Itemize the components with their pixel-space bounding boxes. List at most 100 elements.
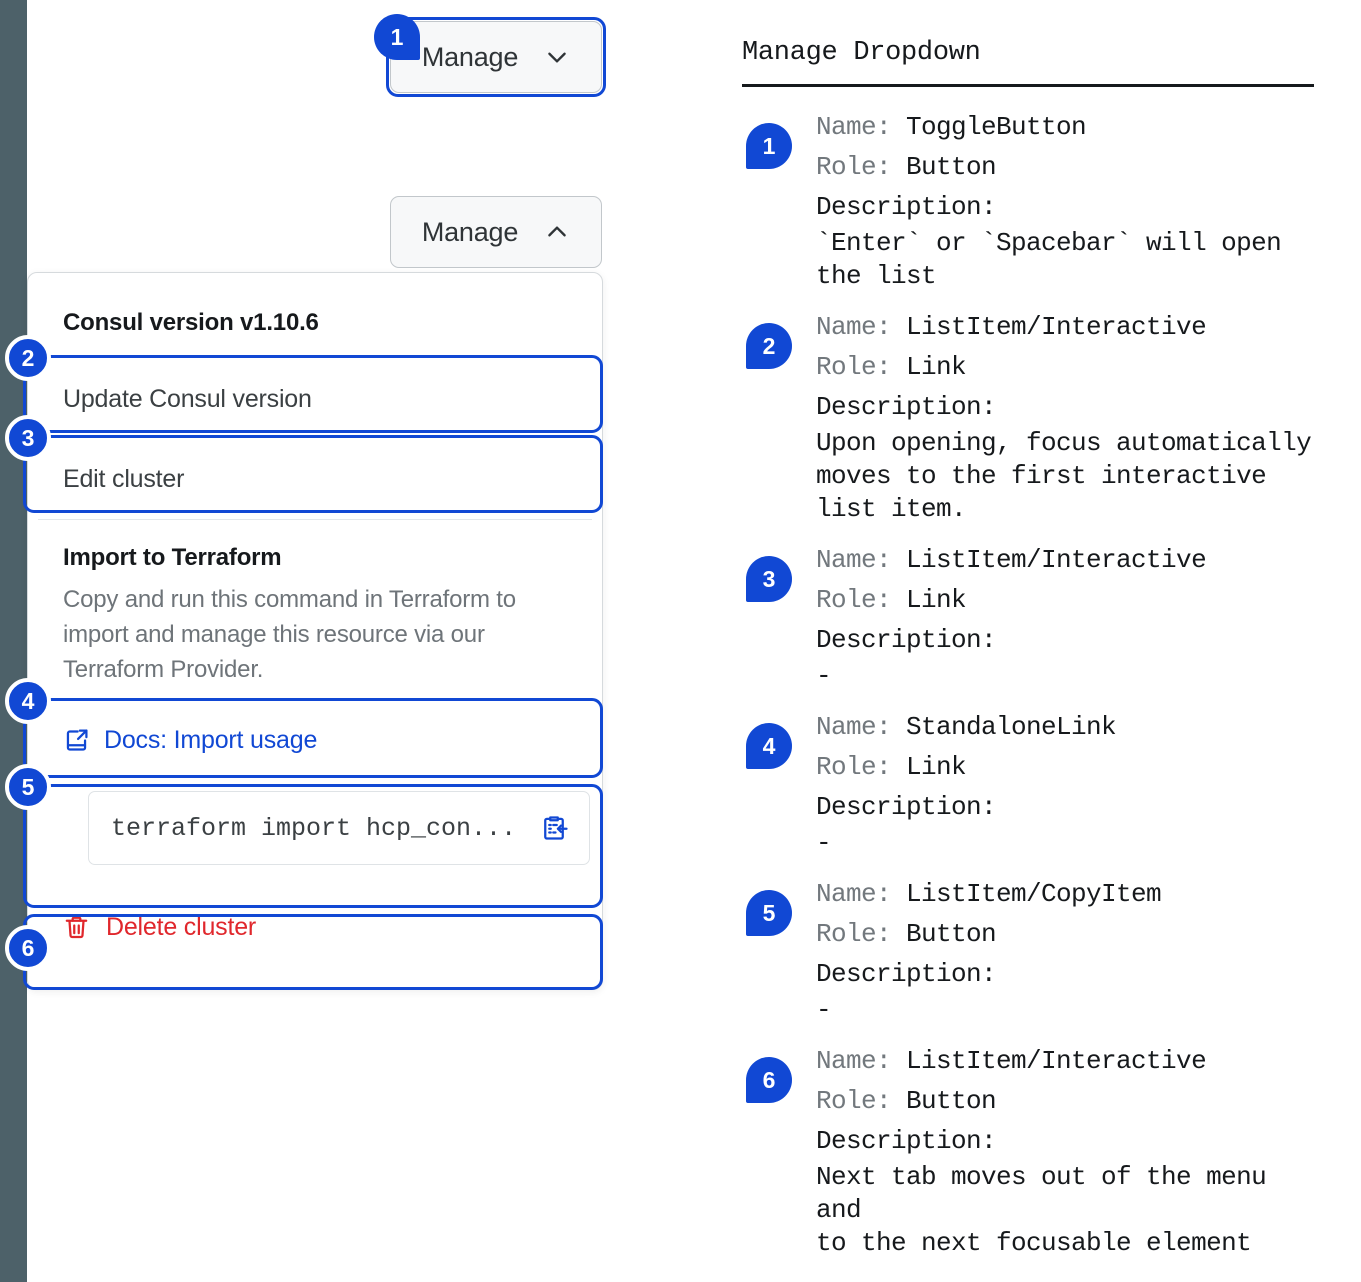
legend-role-value: Link — [906, 585, 967, 615]
import-terraform-heading: Import to Terraform — [63, 544, 282, 571]
legend-name-value: ToggleButton — [906, 112, 1087, 142]
legend-marker-badge-5-label: 5 — [762, 899, 776, 926]
manage-toggle-button-closed[interactable]: Manage — [390, 21, 602, 93]
legend-name-key: Name: — [816, 112, 907, 142]
marker-badge-1-top-label: 1 — [390, 23, 404, 50]
legend-description-key: Description: — [816, 959, 997, 989]
legend-role-key: Role: — [816, 752, 907, 782]
marker-badge-2-label: 2 — [21, 344, 35, 371]
legend-name-key: Name: — [816, 879, 907, 909]
manage-toggle-label-closed: Manage — [421, 41, 519, 72]
menu-item-delete-cluster[interactable]: Delete cluster — [28, 887, 602, 967]
legend-marker-badge-4: 4 — [746, 723, 792, 769]
legend-description-value: - — [816, 661, 832, 691]
menu-divider — [38, 519, 592, 520]
menu-item-docs-import-usage[interactable]: Docs: Import usage — [28, 701, 602, 779]
legend-marker-badge-2-label: 2 — [762, 332, 776, 359]
terraform-command-field[interactable]: terraform import hcp_con... — [88, 791, 590, 866]
legend-name-value: StandaloneLink — [906, 712, 1117, 742]
legend-role-key: Role: — [816, 152, 907, 182]
legend-divider — [742, 84, 1314, 87]
marker-badge-3-label: 3 — [21, 424, 35, 451]
menu-item-update-label: Update Consul version — [63, 384, 312, 413]
legend-role: Role: Link — [816, 580, 1314, 620]
legend-role-key: Role: — [816, 1086, 907, 1116]
legend-name: Name: StandaloneLink — [816, 707, 1314, 747]
marker-badge-3: 3 — [5, 415, 51, 461]
legend-marker-badge-1: 1 — [746, 123, 792, 169]
menu-item-edit-label: Edit cluster — [63, 464, 185, 493]
marker-badge-5: 5 — [5, 764, 51, 810]
legend-name: Name: ListItem/Interactive — [816, 1041, 1314, 1081]
legend-marker-badge-5: 5 — [746, 890, 792, 936]
legend-name: Name: ListItem/Interactive — [816, 307, 1314, 347]
consul-version-heading: Consul version v1.10.6 — [63, 309, 319, 336]
terraform-command-text: terraform import hcp_con... — [111, 813, 517, 843]
legend-title: Manage Dropdown — [742, 38, 981, 68]
chevron-down-icon — [544, 44, 570, 70]
legend-role-key: Role: — [816, 352, 907, 382]
legend-description-value: - — [816, 995, 832, 1025]
legend-role: Role: Button — [816, 147, 1314, 187]
legend-description-value: - — [816, 828, 832, 858]
legend-role: Role: Link — [816, 347, 1314, 387]
legend-marker-badge-3-label: 3 — [762, 565, 776, 592]
app-sidebar-rail — [0, 0, 27, 1282]
legend-marker-badge-2: 2 — [746, 323, 792, 369]
legend-role-key: Role: — [816, 585, 907, 615]
legend-marker-badge-6-label: 6 — [762, 1066, 776, 1093]
trash-icon — [63, 914, 90, 941]
marker-badge-4: 4 — [5, 678, 51, 724]
legend-marker-badge-1-label: 1 — [762, 132, 776, 159]
legend-name: Name: ListItem/Interactive — [816, 540, 1314, 580]
marker-badge-6: 6 — [5, 925, 51, 971]
chevron-up-icon — [544, 219, 570, 245]
legend-name-key: Name: — [816, 312, 907, 342]
legend-description-key: Description: — [816, 392, 997, 422]
legend-name-value: ListItem/Interactive — [906, 312, 1207, 342]
legend-role-value: Button — [906, 152, 997, 182]
legend-description-value: Upon opening, focus automatically moves … — [816, 428, 1312, 524]
menu-item-update-consul-version[interactable]: Update Consul version — [28, 359, 602, 439]
manage-toggle-label-open: Manage — [421, 216, 519, 247]
legend-name-value: ListItem/Interactive — [906, 545, 1207, 575]
legend-role: Role: Button — [816, 914, 1314, 954]
legend-name-key: Name: — [816, 545, 907, 575]
docs-external-link-icon — [63, 727, 90, 754]
marker-badge-4-label: 4 — [21, 687, 35, 714]
legend-description-key: Description: — [816, 792, 997, 822]
legend-description-value: `Enter` or `Spacebar` will open the list — [816, 228, 1282, 291]
legend-name-value: ListItem/Interactive — [906, 1046, 1207, 1076]
marker-badge-1-top: 1 — [374, 14, 420, 60]
legend-name-key: Name: — [816, 1046, 907, 1076]
manage-toggle-button-open[interactable]: Manage — [390, 196, 602, 268]
legend-name-key: Name: — [816, 712, 907, 742]
legend-description-value: Next tab moves out of the menu and to th… — [816, 1162, 1267, 1258]
legend-marker-badge-6: 6 — [746, 1057, 792, 1103]
marker-badge-6-label: 6 — [21, 934, 35, 961]
menu-item-edit-cluster[interactable]: Edit cluster — [28, 439, 602, 519]
docs-link-label: Docs: Import usage — [104, 725, 318, 754]
legend-name: Name: ListItem/CopyItem — [816, 874, 1314, 914]
delete-cluster-label: Delete cluster — [106, 912, 257, 941]
legend-description-key: Description: — [816, 192, 997, 222]
marker-badge-5-label: 5 — [21, 773, 35, 800]
legend-role-value: Link — [906, 352, 967, 382]
legend-role: Role: Link — [816, 747, 1314, 787]
legend-role-value: Link — [906, 752, 967, 782]
manage-dropdown-panel: Consul version v1.10.6 Update Consul ver… — [27, 272, 603, 990]
clipboard-copy-icon[interactable] — [539, 813, 569, 843]
marker-badge-2: 2 — [5, 335, 51, 381]
legend-description-key: Description: — [816, 1126, 997, 1156]
copy-command-wrapper: terraform import hcp_con... — [28, 779, 602, 866]
legend-role-key: Role: — [816, 919, 907, 949]
legend-description-key: Description: — [816, 625, 997, 655]
